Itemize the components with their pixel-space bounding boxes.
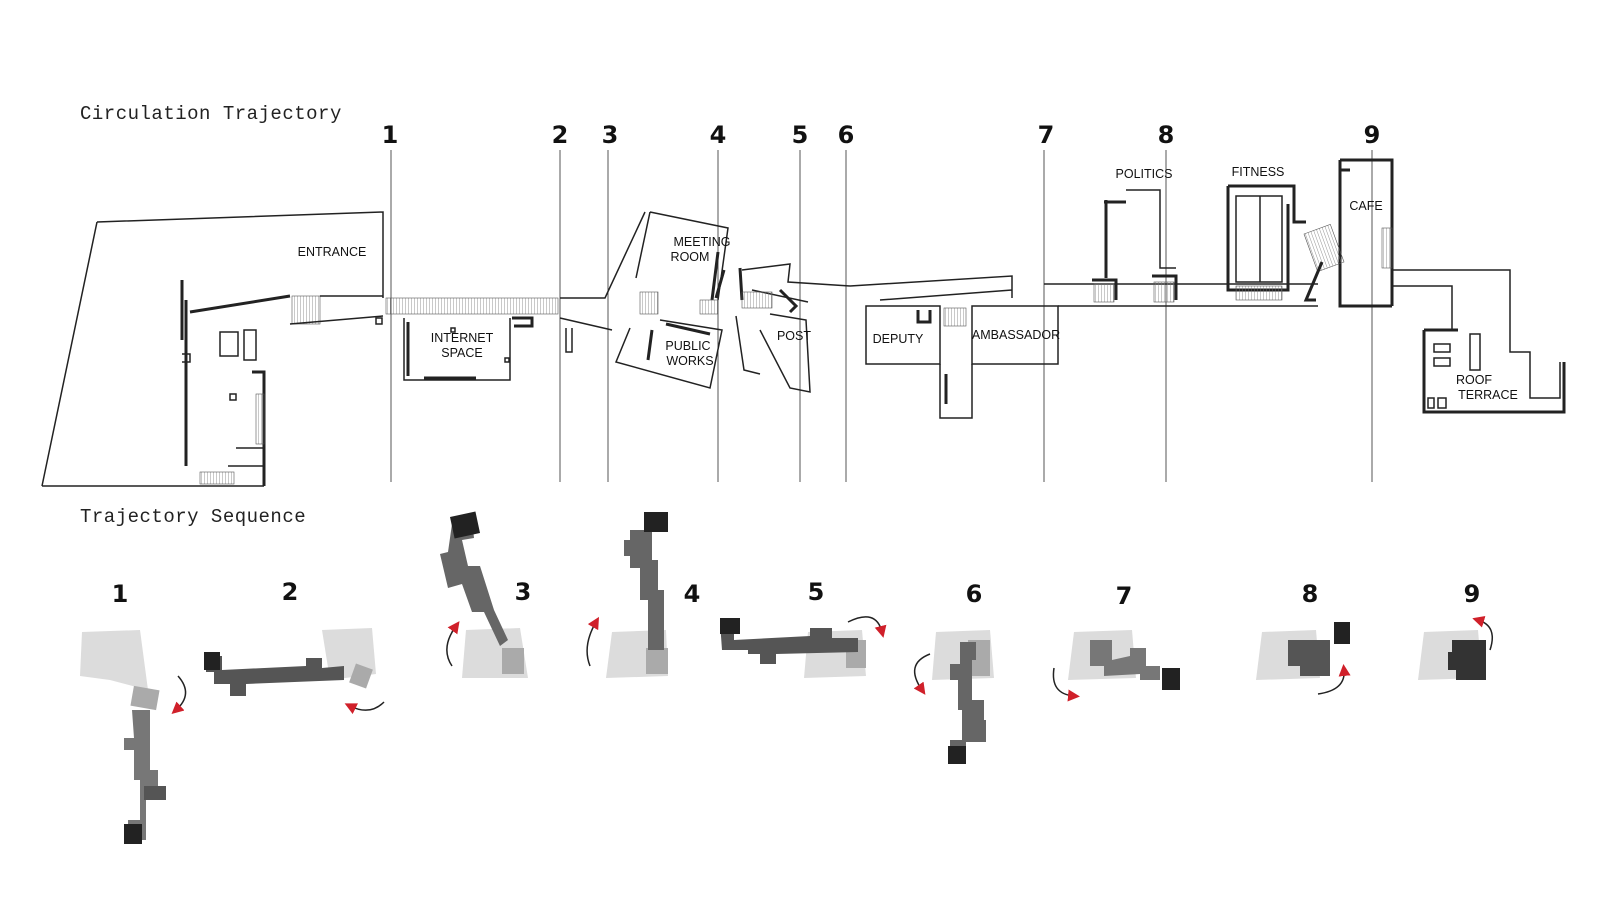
marker-label: 9 bbox=[1364, 121, 1381, 149]
sequence-number-9: 9 bbox=[1464, 580, 1481, 608]
marker-label: 7 bbox=[1038, 121, 1055, 149]
cafe-room bbox=[1303, 158, 1394, 308]
room-label-ambassador: AMBASSADOR bbox=[972, 328, 1060, 342]
meeting-room bbox=[635, 211, 729, 315]
internet-space bbox=[403, 316, 534, 381]
room-label-public: PUBLIC bbox=[665, 339, 710, 353]
sequence-number-4: 4 bbox=[684, 580, 701, 608]
sequence-number-1: 1 bbox=[112, 580, 129, 608]
floor-plan: ENTRANCE INTERNET SPACE MEETING ROOM PUB bbox=[41, 158, 1566, 487]
sequence-diagram-8 bbox=[1256, 622, 1351, 695]
public-works bbox=[614, 319, 723, 389]
sequence-number-5: 5 bbox=[808, 578, 825, 606]
room-label-internet: INTERNET bbox=[431, 331, 494, 345]
marker-7: 7 bbox=[1038, 121, 1055, 482]
marker-1: 1 bbox=[382, 121, 399, 482]
sequence-number-6: 6 bbox=[966, 580, 983, 608]
sequence-number-7: 7 bbox=[1116, 582, 1133, 610]
marker-label: 3 bbox=[602, 121, 619, 149]
fitness-room bbox=[1226, 184, 1306, 301]
marker-9: 9 bbox=[1364, 121, 1381, 482]
room-label-deputy: DEPUTY bbox=[873, 332, 924, 346]
marker-4: 4 bbox=[710, 121, 727, 482]
sequence-diagram-3 bbox=[440, 511, 528, 678]
marker-label: 2 bbox=[552, 121, 569, 149]
room-label-post: POST bbox=[777, 329, 811, 343]
room-label-meeting: MEETING bbox=[674, 235, 731, 249]
room-label-roof: ROOF bbox=[1456, 373, 1492, 387]
marker-2: 2 bbox=[552, 121, 569, 482]
sequence-diagram-7 bbox=[1052, 630, 1180, 702]
sequence-diagram-1 bbox=[80, 630, 187, 844]
entrance-block bbox=[41, 211, 384, 487]
marker-3: 3 bbox=[602, 121, 619, 482]
room-label-meeting-2: ROOM bbox=[671, 250, 710, 264]
sequence-number-3: 3 bbox=[515, 578, 532, 606]
room-label-internet-2: SPACE bbox=[441, 346, 482, 360]
room-label-public-2: WORKS bbox=[666, 354, 713, 368]
room-label-entrance: ENTRANCE bbox=[298, 245, 367, 259]
politics-room bbox=[1092, 189, 1178, 303]
marker-5: 5 bbox=[792, 121, 809, 482]
trajectory-sequence: 1 2 3 4 5 6 7 8 9 bbox=[80, 511, 1493, 844]
roof-terrace bbox=[1392, 269, 1566, 414]
sequence-diagram-6 bbox=[913, 630, 994, 764]
sequence-diagram-2 bbox=[204, 628, 385, 715]
post-office bbox=[735, 263, 851, 393]
room-label-fitness: FITNESS bbox=[1232, 165, 1285, 179]
marker-8: 8 bbox=[1158, 121, 1175, 482]
sequence-diagram-4 bbox=[586, 512, 668, 678]
room-label-roof-2: TERRACE bbox=[1458, 388, 1518, 402]
marker-6: 6 bbox=[838, 121, 855, 482]
circulation-heading: Circulation Trajectory bbox=[80, 103, 342, 125]
sequence-diagram-5 bbox=[720, 616, 887, 678]
sequence-number-8: 8 bbox=[1302, 580, 1319, 608]
marker-label: 6 bbox=[838, 121, 855, 149]
room-label-politics: POLITICS bbox=[1116, 167, 1173, 181]
sequence-number-2: 2 bbox=[282, 578, 299, 606]
sequence-diagram-9 bbox=[1418, 615, 1493, 680]
marker-label: 8 bbox=[1158, 121, 1175, 149]
deputy-ambassador bbox=[849, 275, 1318, 419]
marker-label: 5 bbox=[792, 121, 809, 149]
section-markers: 1 2 3 4 5 6 7 8 9 bbox=[382, 121, 1381, 482]
marker-label: 1 bbox=[382, 121, 399, 149]
room-label-cafe: CAFE bbox=[1349, 199, 1382, 213]
marker-label: 4 bbox=[710, 121, 727, 149]
sequence-heading: Trajectory Sequence bbox=[80, 506, 307, 528]
bridge-stairs bbox=[385, 297, 559, 315]
